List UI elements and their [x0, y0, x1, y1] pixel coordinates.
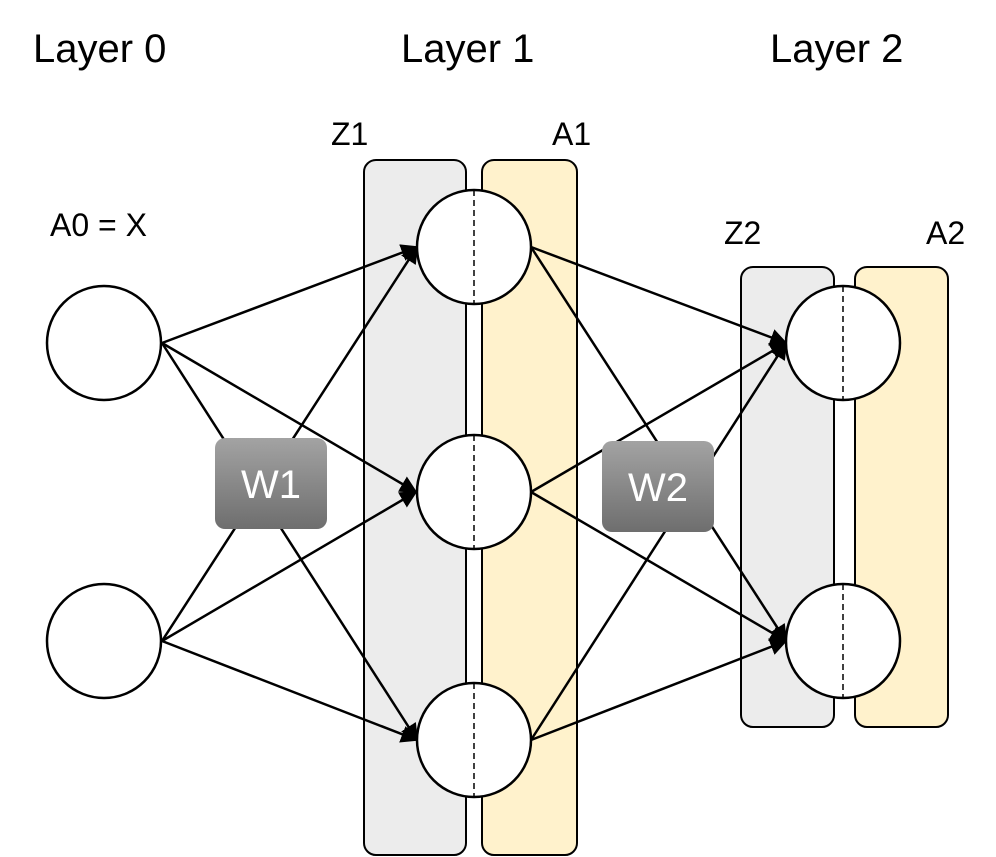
hidden-node-1 — [415, 188, 533, 306]
a1-label: A1 — [552, 116, 591, 152]
edge-h2-o1 — [530, 341, 788, 494]
input-node-1 — [45, 284, 163, 402]
input-node-2 — [45, 582, 163, 700]
a2-label: A2 — [926, 215, 965, 251]
w1-label: W1 — [241, 463, 301, 507]
edge-h3-o1 — [529, 341, 788, 741]
edge-h3-o2 — [530, 638, 788, 742]
edge-h2-o2 — [530, 490, 788, 643]
z1-label: Z1 — [331, 116, 368, 152]
layer-0-title: Layer 0 — [33, 27, 166, 71]
edge-h1-o1 — [530, 245, 788, 346]
z2-label: Z2 — [724, 215, 761, 251]
layer-1-title: Layer 1 — [401, 27, 534, 71]
edge-x2-h3 — [161, 639, 419, 743]
edge-x1-h1 — [161, 244, 419, 345]
output-node-1 — [784, 284, 902, 402]
output-node-2 — [784, 582, 902, 700]
w2-label: W2 — [628, 466, 688, 510]
hidden-node-3 — [415, 681, 533, 799]
edge-x1-h2 — [161, 341, 418, 494]
w1-weight-box: W1 — [215, 438, 327, 529]
edge-x1-h3 — [160, 342, 419, 742]
a0-label: A0 = X — [50, 207, 147, 243]
hidden-node-2 — [415, 433, 533, 551]
w2-weight-box: W2 — [602, 441, 714, 532]
edge-x2-h2 — [161, 490, 418, 643]
layer-2-title: Layer 2 — [770, 27, 903, 71]
